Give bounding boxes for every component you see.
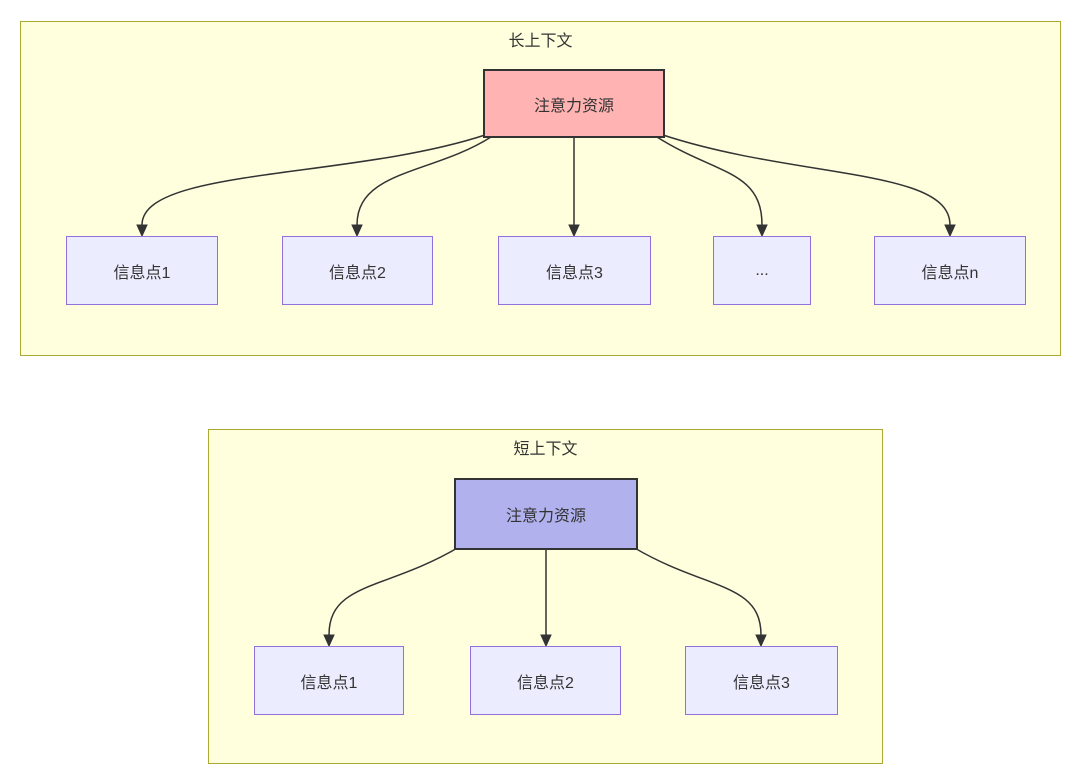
info-node-1-short: 信息点1	[254, 646, 404, 715]
arrowhead	[351, 224, 363, 238]
info-node-3-long: 信息点3	[498, 236, 651, 305]
attention-resource-label: 注意力资源	[505, 508, 586, 525]
info-node-ellipsis-long: ...	[713, 236, 811, 305]
info-node-2-short: 信息点2	[470, 646, 621, 715]
info-node-n-long: 信息点n	[874, 236, 1026, 305]
arrowhead	[755, 634, 767, 648]
info-node-1-long: 信息点1	[66, 236, 218, 305]
info-node-label: 信息点1	[113, 264, 171, 282]
info-node-label: ...	[755, 261, 769, 279]
info-node-label: 信息点2	[329, 264, 386, 282]
arrowhead	[540, 634, 552, 648]
attention-resource-node-short: 注意力资源	[454, 478, 638, 550]
arrowhead	[136, 224, 148, 238]
edge-arrow	[632, 546, 762, 636]
info-node-label: 信息点3	[733, 674, 790, 692]
info-node-label: 信息点2	[517, 674, 574, 692]
edge-arrow	[141, 134, 486, 226]
attention-resource-node-long: 注意力资源	[483, 69, 665, 138]
info-node-label: 信息点3	[546, 264, 603, 282]
cluster-short-context: 短上下文 注意力资源 信息点1 信息点2 信息点3	[208, 429, 883, 764]
info-node-label: 信息点n	[921, 264, 979, 282]
info-node-label: 信息点1	[300, 674, 358, 692]
arrowhead	[944, 224, 956, 238]
arrowhead	[568, 224, 580, 238]
info-node-3-short: 信息点3	[685, 646, 838, 715]
edge-arrow	[328, 546, 460, 636]
info-node-2-long: 信息点2	[282, 236, 433, 305]
attention-resource-label: 注意力资源	[533, 97, 614, 115]
edge-arrow	[656, 136, 763, 226]
cluster-long-context: 长上下文 注意力资源 信息点1 信息点2 信息点3 ... 信息点n	[20, 21, 1061, 356]
edge-arrow	[356, 136, 492, 226]
arrowhead	[323, 634, 335, 648]
cluster-long-title: 长上下文	[508, 33, 573, 50]
arrowhead	[756, 224, 768, 238]
cluster-short-title: 短上下文	[513, 441, 578, 458]
edge-arrow	[662, 134, 951, 226]
